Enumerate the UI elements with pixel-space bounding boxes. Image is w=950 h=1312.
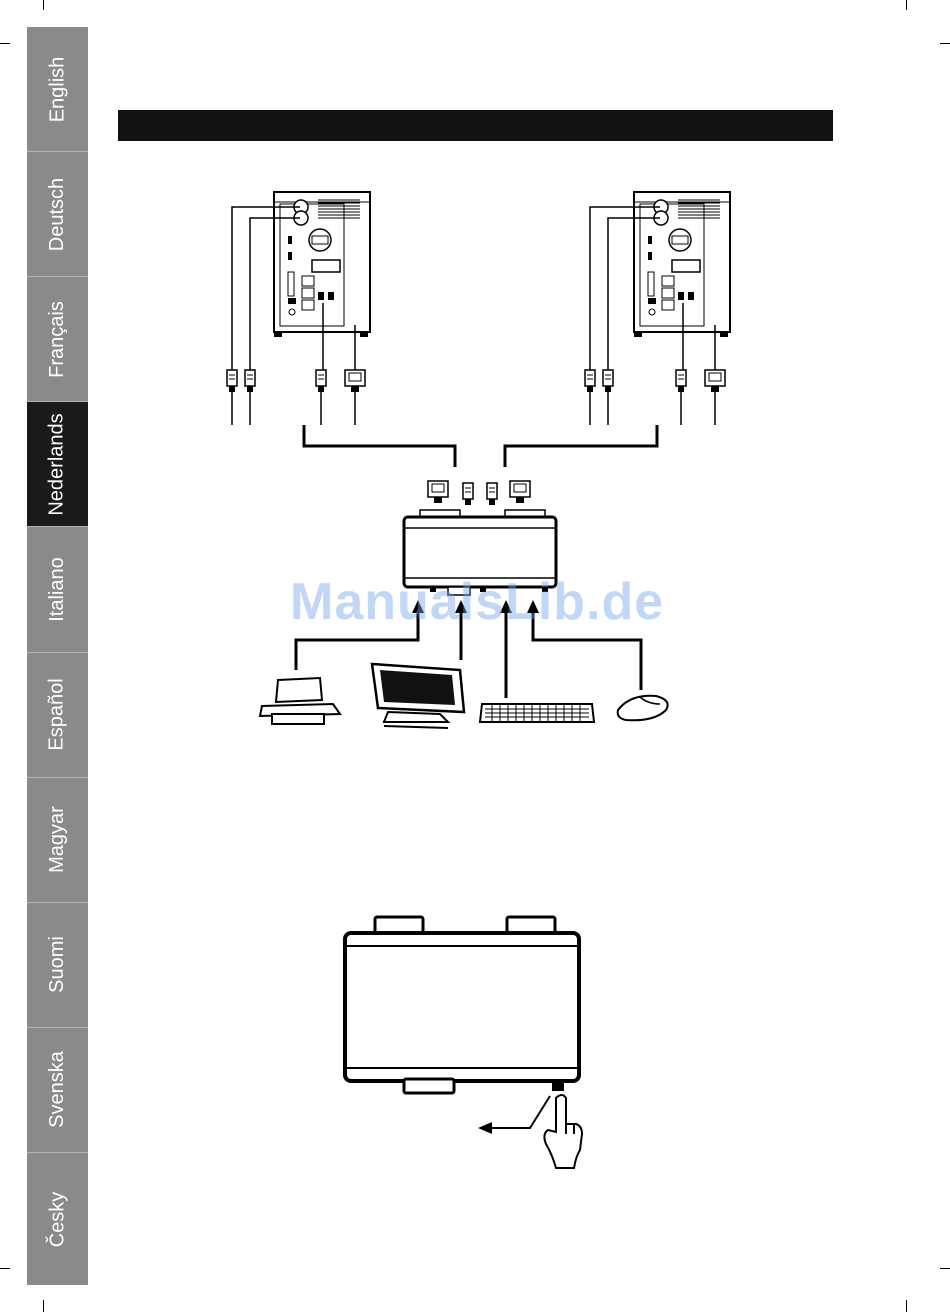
arrow-left-icon xyxy=(478,1122,492,1134)
hand-pointer-icon xyxy=(544,1095,582,1168)
monitor-icon xyxy=(372,664,464,728)
printer-icon xyxy=(260,678,340,724)
vga-plug-icon xyxy=(428,481,448,503)
computer-2-icon xyxy=(634,192,730,337)
keyboard-icon xyxy=(480,704,594,722)
ps2-plug-icon xyxy=(585,370,595,392)
mouse-icon xyxy=(618,696,668,721)
vga-plug-icon xyxy=(705,370,725,392)
ps2-plug-icon xyxy=(316,370,326,392)
bundled-cables xyxy=(304,425,657,467)
vga-plug-icon xyxy=(510,481,530,503)
vga-plug-icon xyxy=(345,370,365,392)
watermark: ManualsLib.de xyxy=(290,572,664,632)
computer-1-icon xyxy=(274,192,370,337)
ps2-plug-icon xyxy=(603,370,613,392)
ps2-plug-icon xyxy=(676,370,686,392)
ps2-plug-icon xyxy=(245,370,255,392)
kvm-switch-large-icon xyxy=(345,917,579,1093)
push-button-arrow-icon xyxy=(488,1096,550,1128)
ps2-plug-icon xyxy=(463,483,473,505)
ps2-plug-icon xyxy=(227,370,237,392)
ps2-plug-icon xyxy=(487,483,497,505)
